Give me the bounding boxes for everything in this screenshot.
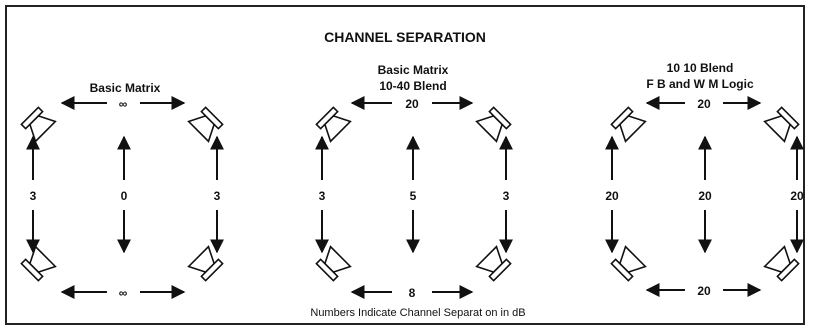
speaker-rear-right-icon <box>475 245 512 282</box>
speaker-front-left-icon <box>610 106 647 143</box>
speaker-front-left-icon <box>20 106 57 143</box>
center-separation-value: 5 <box>410 189 417 203</box>
speaker-front-right-icon <box>475 106 512 143</box>
panel-heading-line: 10 10 Blend <box>667 61 734 75</box>
left-separation-value: 20 <box>605 189 619 203</box>
left-separation-value: 3 <box>30 189 37 203</box>
front-separation-value: 20 <box>697 97 711 111</box>
rear-separation-value: 8 <box>409 286 416 300</box>
panel-basic-matrix: Basic Matrix ∞ ∞ 3 0 3 <box>20 81 224 300</box>
speaker-front-right-icon <box>187 106 224 143</box>
speaker-rear-left-icon <box>20 245 57 282</box>
right-separation-value: 3 <box>503 189 510 203</box>
speaker-rear-left-icon <box>315 245 352 282</box>
left-separation-value: 3 <box>319 189 326 203</box>
footnote: Numbers Indicate Channel Separat on in d… <box>310 307 525 319</box>
diagram-frame <box>5 5 805 325</box>
front-separation-value: ∞ <box>119 97 128 111</box>
panel-basic-matrix-blend: Basic Matrix 10-40 Blend 20 8 3 5 3 <box>315 63 513 300</box>
panel-heading-line: Basic Matrix <box>90 81 161 95</box>
panel-heading-line: F B and W M Logic <box>646 77 754 91</box>
rear-separation-value: 20 <box>697 284 711 298</box>
rear-separation-value: ∞ <box>119 286 128 300</box>
speaker-front-left-icon <box>315 106 352 143</box>
right-separation-value: 20 <box>790 189 804 203</box>
front-separation-value: 20 <box>405 97 419 111</box>
center-separation-value: 20 <box>698 189 712 203</box>
speaker-rear-right-icon <box>763 245 800 282</box>
diagram-title: CHANNEL SEPARATION <box>324 29 486 45</box>
speaker-front-right-icon <box>763 106 800 143</box>
panel-heading-line: 10-40 Blend <box>379 79 446 93</box>
panel-heading-line: Basic Matrix <box>378 63 449 77</box>
speaker-rear-right-icon <box>187 245 224 282</box>
center-separation-value: 0 <box>121 189 128 203</box>
speaker-rear-left-icon <box>610 245 647 282</box>
panel-blend-logic: 10 10 Blend F B and W M Logic 20 20 20 2… <box>605 61 804 298</box>
right-separation-value: 3 <box>214 189 221 203</box>
